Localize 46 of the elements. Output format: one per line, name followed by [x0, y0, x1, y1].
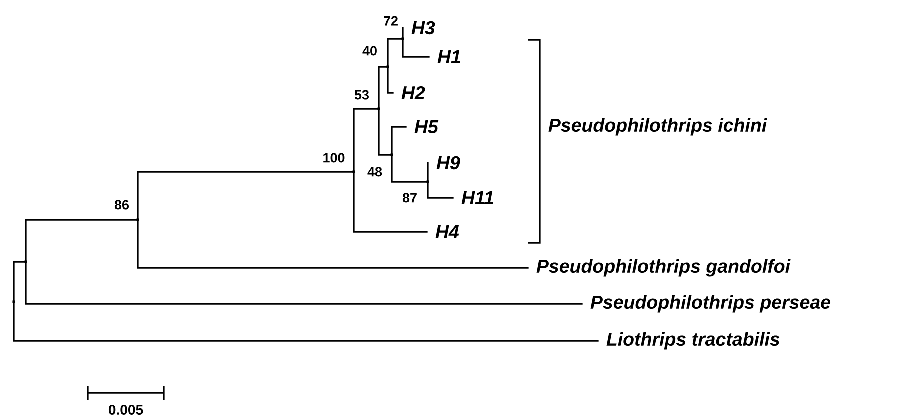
branch-line — [25, 219, 138, 262]
branch-line — [353, 108, 378, 172]
bootstrap-value: 87 — [402, 193, 417, 203]
branch-point — [390, 154, 394, 156]
taxon-label: H11 — [462, 192, 494, 204]
branch-point — [24, 260, 28, 264]
branch-line — [378, 110, 392, 156]
taxon-label: H5 — [414, 120, 439, 134]
branch-line — [402, 27, 404, 38]
branch-line — [13, 302, 599, 342]
taxon-label: H9 — [436, 156, 460, 170]
bootstrap-value: 100 — [324, 153, 345, 163]
bootstrap-value: 53 — [354, 90, 369, 100]
branch-point — [378, 108, 380, 110]
scale-label: 0.005 — [108, 405, 144, 415]
taxon-label: Pseudophilothrips perseae — [590, 295, 831, 313]
branch-line — [387, 68, 394, 94]
taxon-label: H1 — [438, 50, 460, 64]
branch-line — [378, 66, 388, 108]
bootstrap-value: 40 — [362, 46, 377, 56]
branch-point — [12, 300, 16, 304]
branch-line — [25, 262, 583, 305]
branch-point — [352, 170, 356, 174]
branch-point — [402, 38, 404, 40]
branch-point — [426, 180, 430, 184]
branch-point — [136, 218, 140, 222]
branch-line — [13, 261, 26, 302]
branch-point — [386, 66, 390, 68]
branch-line — [137, 220, 529, 269]
bootstrap-value: 72 — [384, 16, 398, 26]
taxon-label: Pseudophilothrips gandolfoi — [536, 259, 791, 277]
bootstrap-value: 86 — [114, 200, 129, 210]
taxon-label: H4 — [436, 226, 460, 238]
taxon-label: H3 — [412, 21, 436, 35]
clade-label: Pseudophilothrips ichini — [548, 118, 768, 136]
branch-line — [427, 162, 429, 182]
branch-line — [391, 126, 407, 154]
branch-line — [353, 172, 428, 233]
taxon-label: H2 — [402, 86, 426, 100]
branch-line — [391, 156, 428, 183]
branch-line — [137, 171, 354, 220]
branch-line — [402, 40, 430, 58]
branch-line — [427, 182, 454, 199]
bootstrap-value: 48 — [368, 167, 382, 177]
branch-line — [387, 38, 402, 66]
taxon-label: Liothrips tractabilis — [606, 332, 780, 350]
